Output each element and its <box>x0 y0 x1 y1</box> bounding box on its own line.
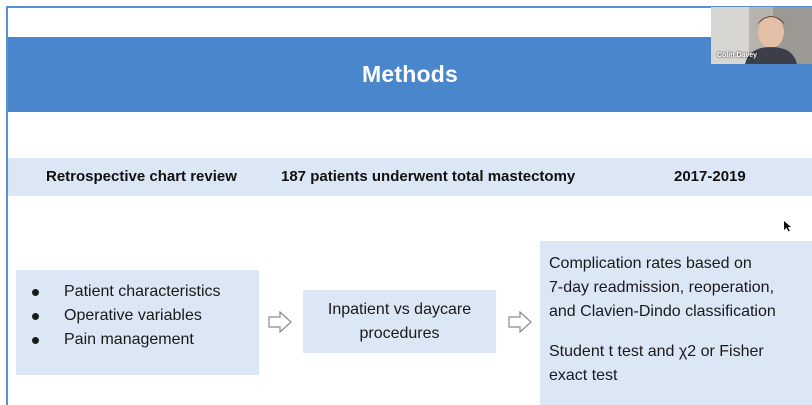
variables-list: Patient characteristics Operative variab… <box>30 280 259 352</box>
patient-count-label: 187 patients underwent total mastectomy <box>281 168 576 185</box>
list-item: Operative variables <box>30 304 259 328</box>
bullet-icon <box>32 336 39 344</box>
stats-line: exact test <box>549 367 618 384</box>
variables-box: Patient characteristics Operative variab… <box>16 270 259 375</box>
comparison-line-1: Inpatient vs daycare <box>327 300 472 318</box>
study-period-label: 2017-2019 <box>674 168 746 185</box>
spacer <box>549 324 812 340</box>
outcomes-box: Complication rates based on 7-day readmi… <box>540 241 812 405</box>
title-bar: Methods <box>8 37 812 112</box>
right-arrow-icon <box>268 311 292 333</box>
webcam-thumbnail[interactable]: Colin Davey <box>711 7 812 64</box>
comparison-line-2: procedures <box>359 324 440 342</box>
outcome-line: and Clavien-Dindo classification <box>549 303 776 320</box>
bullet-icon <box>32 288 39 296</box>
outcome-line: 7-day readmission, reoperation, <box>549 279 775 296</box>
participant-video <box>711 7 812 64</box>
right-arrow-icon <box>508 311 532 333</box>
info-band: Retrospective chart review 187 patients … <box>8 158 812 196</box>
outcome-line: Complication rates based on <box>549 255 752 272</box>
participant-name: Colin Davey <box>717 52 758 59</box>
cursor-icon <box>784 221 791 232</box>
slide-title: Methods <box>362 61 458 87</box>
stats-line: Student t test and χ2 or Fisher <box>549 343 764 360</box>
bullet-icon <box>32 312 39 320</box>
list-item: Patient characteristics <box>30 280 259 304</box>
study-design-label: Retrospective chart review <box>46 168 237 185</box>
comparison-box: Inpatient vs daycare procedures <box>303 290 496 353</box>
list-item: Pain management <box>30 328 259 352</box>
